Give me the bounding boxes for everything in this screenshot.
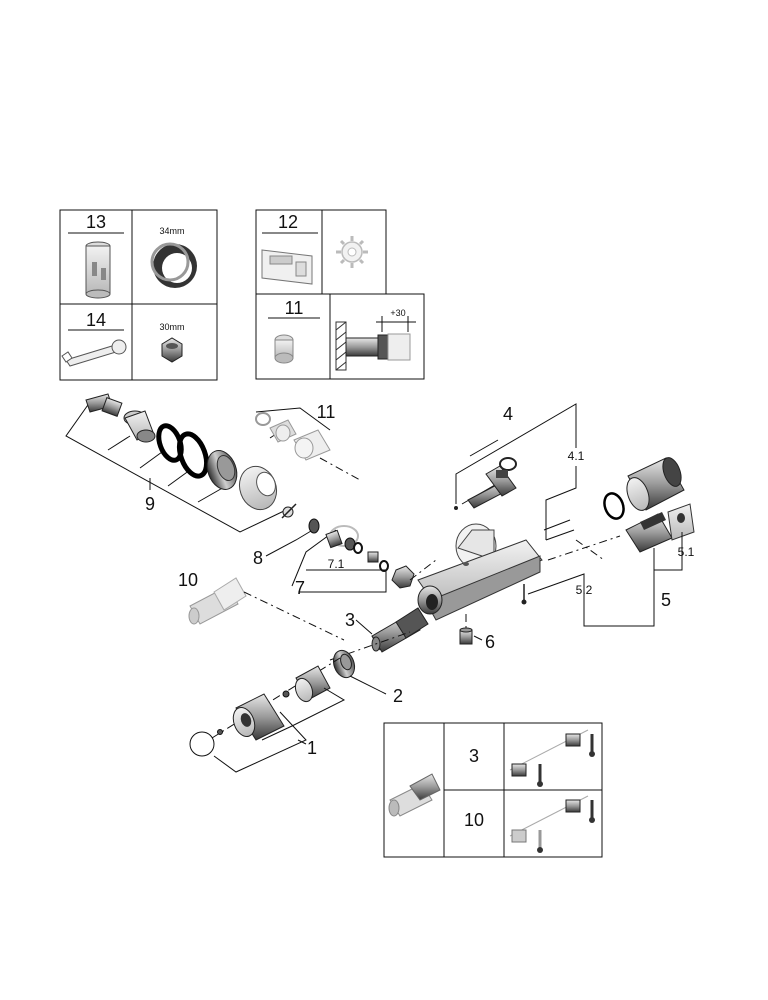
cartridge-tool-icon [85, 241, 111, 299]
trim-plate-icon [667, 503, 695, 541]
sleeve-adapter-icon [123, 410, 156, 443]
thermostatic-cartridge-icon [467, 457, 517, 509]
hex-nut-inline-icon [391, 565, 415, 589]
accessory-box-extras: 12 11 [255, 209, 425, 380]
control-panel-icon [261, 249, 313, 285]
callout-3: 3 [345, 610, 355, 630]
item-12-label: 12 [278, 212, 298, 232]
o-ring-xl-icon [176, 431, 210, 479]
nipple-part-6: 6 [459, 614, 495, 652]
callout-1: 1 [307, 738, 317, 758]
callout-11: 11 [317, 402, 336, 422]
item-14-label: 14 [86, 310, 106, 330]
callout-5-2: 5.2 [576, 583, 593, 597]
wall-install-icon: +30 [335, 308, 416, 371]
gear-icon [336, 236, 368, 268]
callout-7-1: 7.1 [328, 557, 345, 571]
cover-cap-icon [189, 731, 215, 757]
left-connection-assembly: 9 11 8 [65, 393, 415, 598]
callout-4-1: 4.1 [568, 449, 585, 463]
extension-sleeve-large-icon [293, 429, 331, 461]
left-handle-part-1: 1 [189, 657, 346, 773]
callout-2: 2 [393, 686, 403, 706]
handle-adapter-icon [625, 512, 673, 553]
callout-7: 7 [295, 578, 305, 598]
handle-grip-icon [232, 693, 285, 741]
cartridge-assembly: 4 4.1 [454, 403, 585, 605]
thermo-element-part-3: 3 [345, 607, 429, 653]
extension-length-label: +30 [390, 308, 405, 318]
wrench-icon [61, 339, 127, 367]
variant-row2-id: 10 [464, 810, 484, 830]
callout-10: 10 [178, 570, 198, 590]
valve-insert-icon [367, 551, 389, 572]
threaded-nut-icon [206, 450, 238, 490]
thermo-element-reference-icon [388, 773, 441, 817]
thermo-element-part-10: 10 [178, 570, 345, 641]
check-valve-icon [325, 525, 363, 554]
callout-6: 6 [485, 632, 495, 652]
ring-nut-icon [150, 242, 197, 288]
variant-row2-graphic [509, 795, 595, 853]
callout-8: 8 [253, 548, 263, 568]
callout-9: 9 [145, 494, 155, 514]
filter-screen-icon [281, 503, 297, 519]
item-13-label: 13 [86, 212, 106, 232]
accessory-box-tools: 13 14 34mm 30mm [59, 209, 218, 381]
extension-ring-icon [255, 412, 271, 426]
extension-fitting-icon [274, 334, 294, 364]
handle-insert-icon [294, 665, 331, 703]
item-14-size: 30mm [159, 322, 184, 332]
thermostat-body [409, 523, 543, 621]
escutcheon-cover-icon [238, 465, 278, 511]
callout-4: 4 [503, 404, 513, 424]
variants-table: 3 10 [383, 722, 603, 858]
o-ring-handle-icon [603, 492, 625, 520]
callout-5-1: 5.1 [678, 545, 695, 559]
item-13-size: 34mm [159, 226, 184, 236]
handle-assembly: 5.2 5.1 5 [527, 457, 695, 627]
washer-icon [308, 518, 320, 534]
variant-row1-id: 3 [469, 746, 479, 766]
extension-sleeve-small-icon [269, 419, 297, 443]
nut-part-2: 2 [329, 631, 411, 706]
handle-cap-icon [626, 457, 685, 511]
item-11-label: 11 [285, 298, 304, 318]
callout-5: 5 [661, 590, 671, 610]
variant-row1-graphic [509, 729, 595, 787]
hex-nut-icon [161, 337, 183, 363]
connector-fitting-icon [85, 393, 123, 417]
